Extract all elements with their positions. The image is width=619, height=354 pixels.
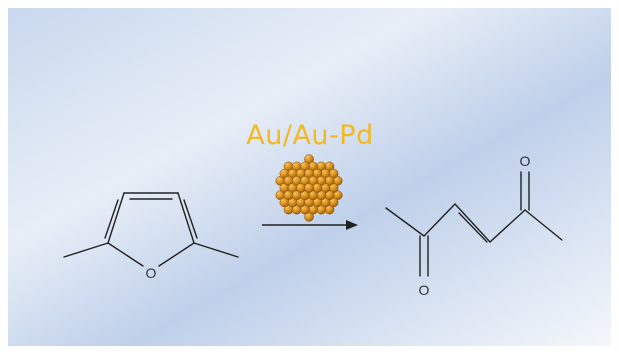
nanoparticle-atom (312, 183, 323, 193)
nanoparticle-atom (304, 154, 314, 164)
nanoparticle-atom (300, 175, 310, 186)
product-oxygen-bottom-label: O (419, 282, 430, 298)
nanoparticle-atom (300, 161, 310, 172)
nanoparticle-atom (300, 190, 310, 200)
nanoparticle-atom (304, 168, 314, 179)
nanoparticle-atom (300, 204, 310, 215)
reaction-arrow (262, 220, 358, 230)
nanoparticle-atom (304, 197, 314, 208)
reactant-dimethylfuran (63, 192, 239, 267)
product-hexenedione (385, 171, 563, 277)
nanoparticle-atom (304, 212, 314, 222)
nanoparticle-atom (295, 183, 306, 193)
nanoparticle-atom (304, 183, 314, 193)
catalyst-label: Au/Au-Pd (246, 120, 374, 151)
reactant-oxygen-label: O (146, 265, 157, 281)
product-oxygen-top-label: O (520, 153, 531, 169)
gold-nanoparticle-icon (275, 154, 343, 222)
